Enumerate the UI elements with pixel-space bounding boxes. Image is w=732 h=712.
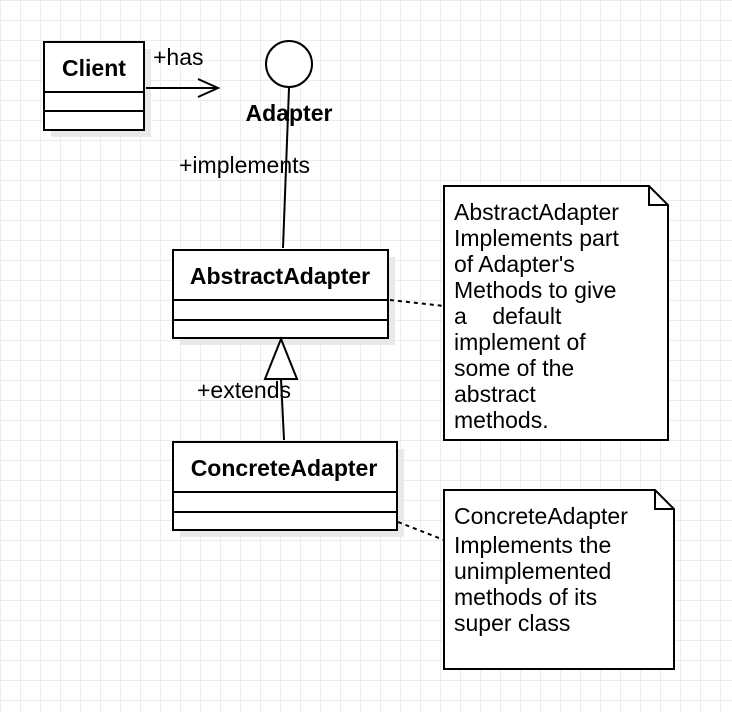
- note-abstract-adapter[interactable]: AbstractAdapter Implements part of Adapt…: [443, 185, 669, 441]
- note-abstract-anchor: [389, 299, 445, 307]
- class-abstract-adapter-name: AbstractAdapter: [190, 263, 370, 289]
- interface-adapter-circle: [265, 40, 313, 88]
- class-client-name: Client: [62, 55, 126, 81]
- note-concrete-line-2: Implements the: [454, 532, 611, 558]
- note-abstract-line-5: a default: [454, 303, 562, 329]
- generalization-extends-arrowhead: [263, 336, 299, 380]
- note-abstract-adapter-fold: [648, 186, 668, 206]
- class-abstract-adapter[interactable]: AbstractAdapter: [172, 249, 395, 345]
- note-abstract-line-6: implement of: [454, 329, 586, 355]
- note-abstract-line-3: of Adapter's: [454, 251, 575, 277]
- realization-implements[interactable]: +implements: [179, 87, 310, 249]
- realization-implements-line: [282, 87, 290, 249]
- generalization-extends-label: +extends: [197, 377, 291, 403]
- note-concrete-adapter[interactable]: ConcreteAdapter Implements the unimpleme…: [443, 489, 675, 670]
- generalization-extends-line: [280, 378, 285, 441]
- note-abstract-line-9: methods.: [454, 407, 549, 433]
- note-concrete-line-5: super class: [454, 610, 570, 636]
- note-abstract-line-4: Methods to give: [454, 277, 616, 303]
- note-abstract-adapter-text: AbstractAdapter Implements part of Adapt…: [454, 199, 664, 433]
- note-abstract-adapter-body: [443, 185, 669, 441]
- note-abstract-line-7: some of the: [454, 355, 574, 381]
- note-concrete-line-4: methods of its: [454, 584, 597, 610]
- note-concrete-line-3: unimplemented: [454, 558, 611, 584]
- note-abstract-line-2: Implements part: [454, 225, 620, 251]
- note-concrete-anchor: [397, 521, 445, 541]
- class-concrete-adapter-box: [172, 441, 398, 531]
- generalization-extends[interactable]: +extends: [197, 336, 299, 441]
- note-abstract-line-8: abstract: [454, 381, 536, 407]
- note-abstract-line-1: AbstractAdapter: [454, 199, 619, 225]
- note-concrete-line-1: ConcreteAdapter: [454, 503, 628, 529]
- class-client-box: [43, 41, 145, 131]
- association-has[interactable]: +has: [146, 44, 221, 98]
- note-concrete-adapter-text: ConcreteAdapter Implements the unimpleme…: [454, 503, 673, 636]
- association-has-label: +has: [153, 44, 204, 70]
- association-has-arrowhead: [197, 78, 221, 98]
- note-concrete-adapter-body: [443, 489, 675, 670]
- class-abstract-adapter-box: [172, 249, 389, 339]
- note-concrete-adapter-fold: [654, 490, 674, 510]
- class-concrete-adapter-name: ConcreteAdapter: [191, 455, 378, 481]
- realization-implements-label: +implements: [179, 152, 310, 178]
- class-concrete-adapter[interactable]: ConcreteAdapter: [172, 441, 404, 537]
- class-client[interactable]: Client: [43, 41, 151, 137]
